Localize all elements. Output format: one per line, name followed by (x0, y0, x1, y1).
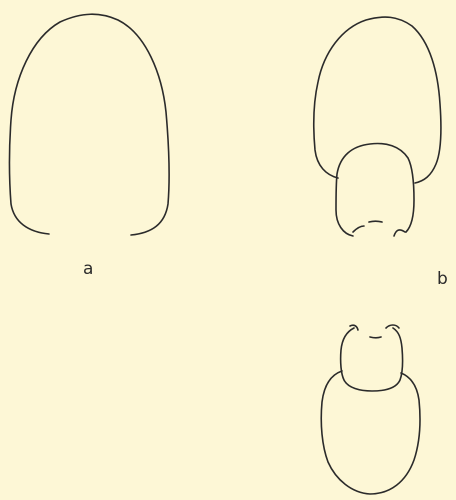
figure-b-upper-right-notch (394, 230, 405, 236)
figure-b-lower (321, 325, 420, 494)
figure-label-b: b (437, 271, 448, 288)
figure-b-upper-center-mark (369, 221, 382, 222)
figure-b-lower-shell (321, 371, 420, 494)
figure-b-upper (314, 17, 441, 236)
figure-label-a: a (83, 261, 93, 278)
figure-a (10, 14, 170, 235)
figure-b-upper-left-notch (353, 226, 364, 232)
figure-b-upper-shell (314, 17, 441, 183)
figure-b-upper-segment (336, 144, 414, 236)
figure-b-lower-center-mark (370, 337, 381, 338)
figure-a-shell-outline (10, 14, 170, 235)
